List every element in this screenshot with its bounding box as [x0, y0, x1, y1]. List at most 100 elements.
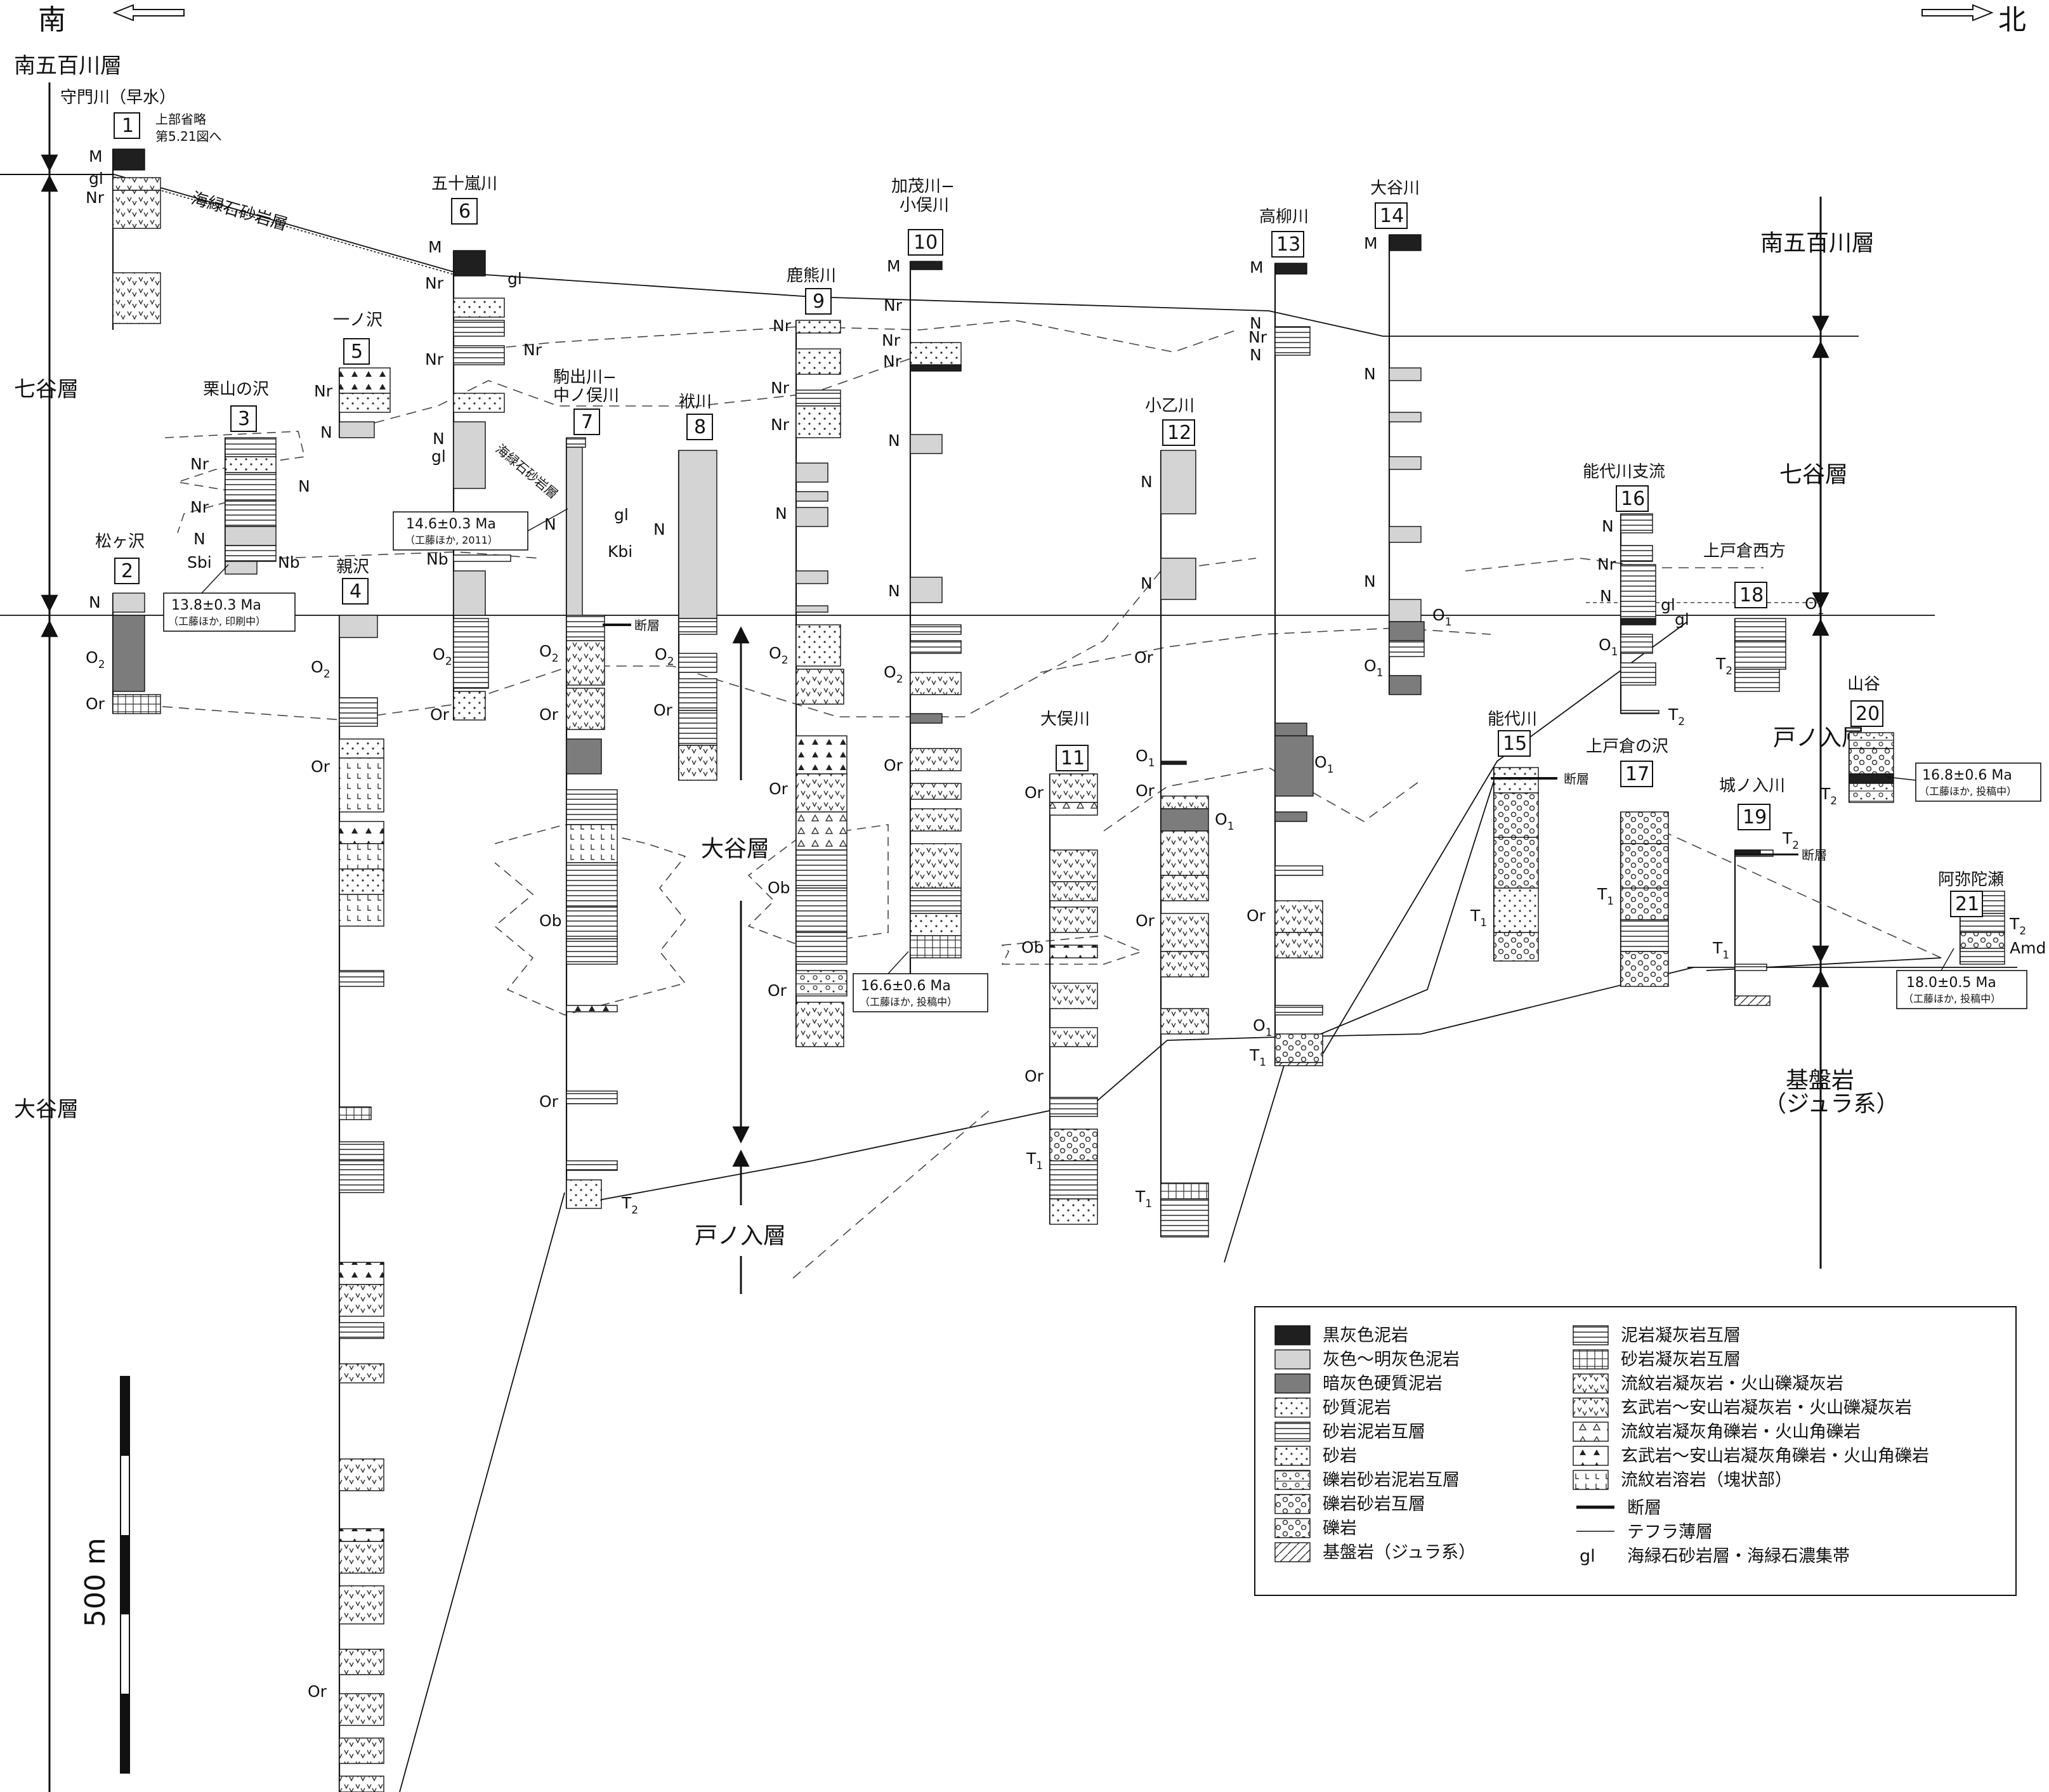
lithology-bed — [1160, 1008, 1209, 1035]
glauconite-bed-label-1: 海緑石砂岩層 — [189, 189, 289, 235]
column-2-header: 松ヶ沢 2 — [95, 532, 145, 584]
lithology-bed — [1620, 887, 1669, 920]
legend-swatch — [1573, 1422, 1609, 1442]
lithology-bed — [339, 1458, 384, 1491]
column-11-number: 11 — [1061, 747, 1085, 769]
unit-label-main: N — [320, 423, 332, 441]
legend-label: 礫岩 — [1323, 1519, 1357, 1538]
unit-label: N — [320, 423, 332, 441]
legend-label: 流紋岩凝灰角礫岩・火山角礫岩 — [1621, 1422, 1861, 1442]
lithology-bed — [453, 554, 511, 562]
unit-label: N — [775, 504, 787, 523]
lithology-bed — [1049, 773, 1098, 803]
unit-label: T2 — [1782, 829, 1799, 852]
date-source: （工藤ほか, 投稿中） — [1919, 785, 2017, 797]
lithology-bed — [1274, 723, 1307, 736]
unit-label-main: O — [1599, 636, 1611, 654]
unit-label-main: gl — [507, 270, 522, 288]
unit-label-subscript: 2 — [631, 1204, 638, 1217]
lithology-bed — [1274, 1033, 1323, 1063]
lithology-bed — [910, 783, 962, 800]
unit-label: M — [428, 238, 442, 256]
lithology-bed — [1849, 732, 1894, 749]
lithology-bed — [1493, 932, 1539, 962]
legend-swatch — [1274, 1373, 1311, 1394]
unit-label-subscript: 1 — [1607, 895, 1614, 908]
right-label-minami-gohyakkawa: 南五百川層 — [1760, 230, 1875, 256]
center-label-otani: 大谷層 — [701, 836, 769, 862]
column-13-name: 高柳川 — [1259, 207, 1309, 226]
unit-label-subscript: 2 — [1725, 665, 1732, 677]
unit-label: O2 — [433, 645, 452, 668]
unit-label-main: gl — [1675, 610, 1689, 629]
unit-label-subscript: 1 — [1611, 646, 1618, 658]
lithology-bed — [795, 1002, 844, 1047]
unit-label-main: Nr — [190, 455, 209, 473]
lithology-bed — [795, 605, 828, 613]
lithology-bed — [1160, 875, 1209, 901]
column-2 — [112, 592, 161, 714]
unit-label-main: O — [539, 642, 552, 660]
lithology-bed — [225, 526, 277, 546]
center-label-tonoiri: 戸ノ入層 — [695, 1223, 786, 1249]
unit-label-main: M — [1364, 234, 1378, 252]
lithology-bed — [910, 342, 962, 369]
unit-label-main: O — [1136, 747, 1148, 765]
unit-label-main: Sbi — [187, 553, 212, 572]
unit-label: M — [1364, 234, 1378, 252]
column-20-name: 山谷 — [1847, 675, 1880, 694]
unit-label-main: Kbi — [608, 542, 632, 561]
right-label-basement: 基盤岩 — [1786, 1068, 1854, 1094]
column-19-number: 19 — [1743, 806, 1767, 828]
unit-label: O1 — [1599, 636, 1618, 658]
lithology-bed — [339, 615, 378, 638]
lithology-bed — [339, 970, 384, 987]
unit-label-subscript: 1 — [1227, 820, 1234, 833]
correlation-dashed-lines — [145, 320, 1942, 1279]
lithology-bed — [453, 345, 505, 365]
unit-label: Amd — [2010, 939, 2046, 957]
lithology-bed — [910, 843, 962, 889]
lithology-bed — [566, 738, 602, 775]
lithology-bed — [1849, 748, 1894, 775]
lithology-bed — [1620, 919, 1669, 952]
legend-left-column: 黒灰色泥岩灰色〜明灰色泥岩暗灰色硬質泥岩砂質泥岩砂岩泥岩互層砂岩礫岩砂岩泥岩互層… — [1274, 1325, 1476, 1562]
fault-label-19: 断層 — [1802, 847, 1827, 863]
unit-label-main: O — [884, 663, 896, 681]
lithology-bed — [339, 393, 391, 413]
column-18 — [1734, 618, 1786, 692]
lithology-bed — [225, 437, 277, 457]
legend-label: 砂質泥岩 — [1323, 1398, 1391, 1418]
legend-swatch — [1573, 1373, 1609, 1394]
lithology-bed — [1620, 634, 1653, 654]
lithology-bed — [339, 1528, 384, 1542]
lithology-bed — [339, 1284, 384, 1317]
unit-label: Nr — [425, 274, 444, 292]
unit-label: Nr — [882, 331, 901, 350]
legend-item: 暗灰色硬質泥岩 — [1274, 1373, 1443, 1394]
unit-label: Or — [1247, 906, 1266, 925]
lithology-bed — [1160, 450, 1196, 514]
unit-label-main: N — [1141, 574, 1153, 592]
date-value: 18.0±0.5 Ma — [1906, 975, 1996, 991]
date-box-14-6: 14.6±0.3 Ma （工藤ほか, 2011） — [393, 508, 568, 551]
unit-label: gl — [507, 270, 522, 288]
column-8-header: 袱川 8 — [679, 393, 713, 440]
lithology-bed — [1620, 513, 1653, 533]
unit-label-subscript: 1 — [1722, 949, 1729, 962]
lithology-bed — [678, 450, 717, 619]
unit-label-main: Nr — [883, 352, 902, 370]
column-2-name: 松ヶ沢 — [95, 532, 145, 551]
column-15-number: 15 — [1503, 733, 1527, 755]
column-9 — [795, 320, 848, 1047]
unit-label-main: Nr — [190, 498, 209, 516]
lithology-bed — [1389, 412, 1422, 422]
legend-swatch — [1274, 1349, 1311, 1370]
unit-label-main: Nr — [771, 379, 790, 397]
unit-label-main: Nr — [773, 317, 792, 335]
minami-nanatani-boundary — [114, 174, 1859, 337]
unit-label: N — [298, 477, 310, 495]
unit-label-main: O — [1314, 753, 1327, 771]
lithology-bed — [795, 389, 841, 407]
lithology-bed — [795, 773, 848, 813]
